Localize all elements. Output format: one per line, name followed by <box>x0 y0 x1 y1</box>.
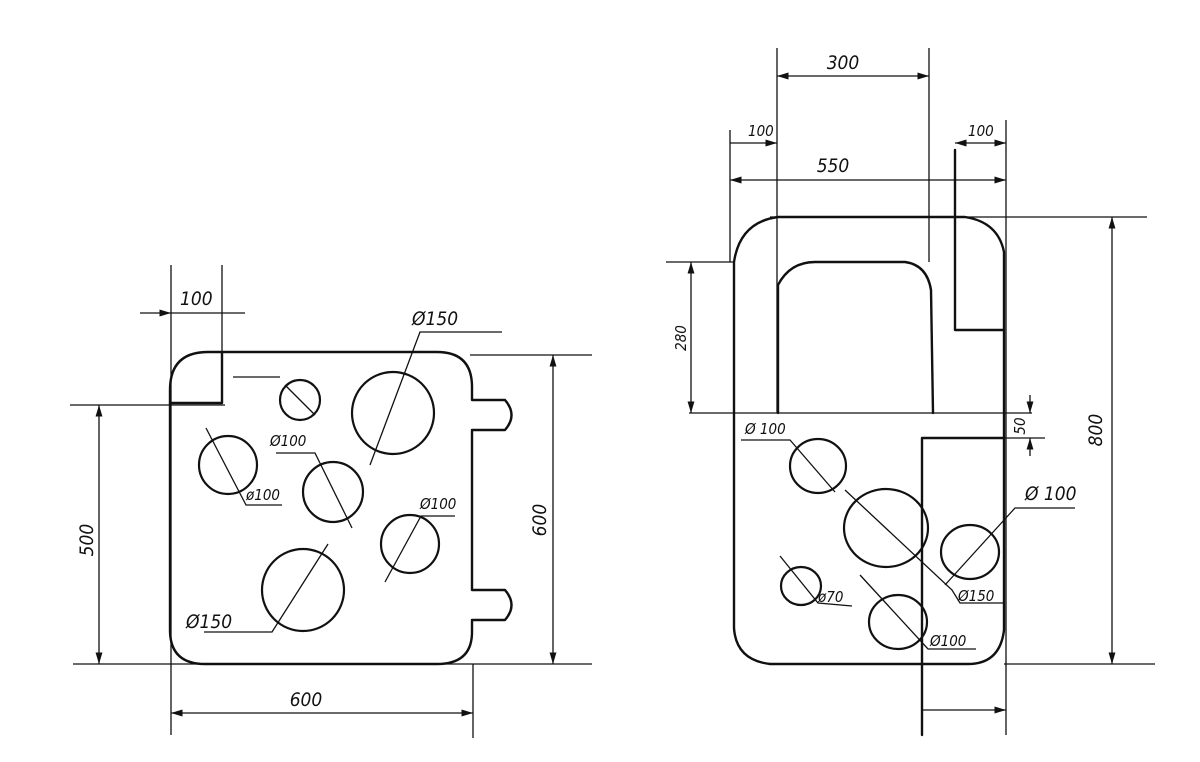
hole-label: Ø150 <box>411 308 458 330</box>
dim-height-500-label: 500 <box>76 524 98 557</box>
right-part-outline <box>732 215 1006 666</box>
hole <box>842 487 930 569</box>
right-opening <box>776 260 935 415</box>
dim-height-800-label: 800 <box>1085 414 1107 447</box>
leader-line <box>844 489 1003 604</box>
leader-line <box>741 439 836 493</box>
hole <box>379 513 441 575</box>
hole <box>260 547 346 633</box>
leader-line <box>859 574 976 650</box>
leader-line <box>944 507 1075 586</box>
hole <box>197 434 259 496</box>
diameter-line <box>284 384 316 416</box>
leader-line <box>779 555 853 607</box>
left-part-outline <box>168 350 513 666</box>
leader-line <box>204 543 329 633</box>
leader-line <box>369 331 502 466</box>
leader-line <box>205 427 282 506</box>
dim-right-100-label: 100 <box>968 122 994 140</box>
left-slot <box>168 350 224 405</box>
right-notch <box>953 148 1006 332</box>
left-part: 100 500 600 600 Ø150 Ø100 ø100 Ø100 Ø150 <box>70 265 592 738</box>
dim-width-600-label: 600 <box>290 689 323 711</box>
hole-label: ø100 <box>245 486 280 504</box>
dim-left-100-label: 100 <box>748 122 774 140</box>
hole <box>350 370 436 456</box>
hole <box>779 565 823 607</box>
dim-slot-width-label: 100 <box>180 288 213 310</box>
dim-width-550-label: 550 <box>817 155 850 177</box>
hole-label: Ø100 <box>929 632 966 650</box>
hole-label: Ø100 <box>419 495 456 513</box>
hole-label: Ø100 <box>269 432 306 450</box>
dim-opening-300-label: 300 <box>827 52 860 74</box>
dim-step-50-label: 50 <box>1011 417 1029 434</box>
hole-label: Ø 100 <box>1024 483 1077 505</box>
leader-line <box>276 452 353 529</box>
hole <box>867 593 929 651</box>
hole <box>939 523 1001 581</box>
hole <box>278 378 322 422</box>
hole <box>788 437 848 495</box>
hole-label: Ø150 <box>185 611 232 633</box>
hole-label: ø70 <box>817 588 843 606</box>
dim-opening-depth-label: 280 <box>672 325 690 351</box>
hole-label: Ø 100 <box>744 420 786 438</box>
dim-height-600-label: 600 <box>529 504 551 537</box>
hole-label: Ø150 <box>957 587 994 605</box>
right-part: 300 100 100 550 280 50 800 Ø 100 Ø150 Ø … <box>666 48 1155 737</box>
hole <box>301 460 365 524</box>
leader-line <box>384 515 455 583</box>
